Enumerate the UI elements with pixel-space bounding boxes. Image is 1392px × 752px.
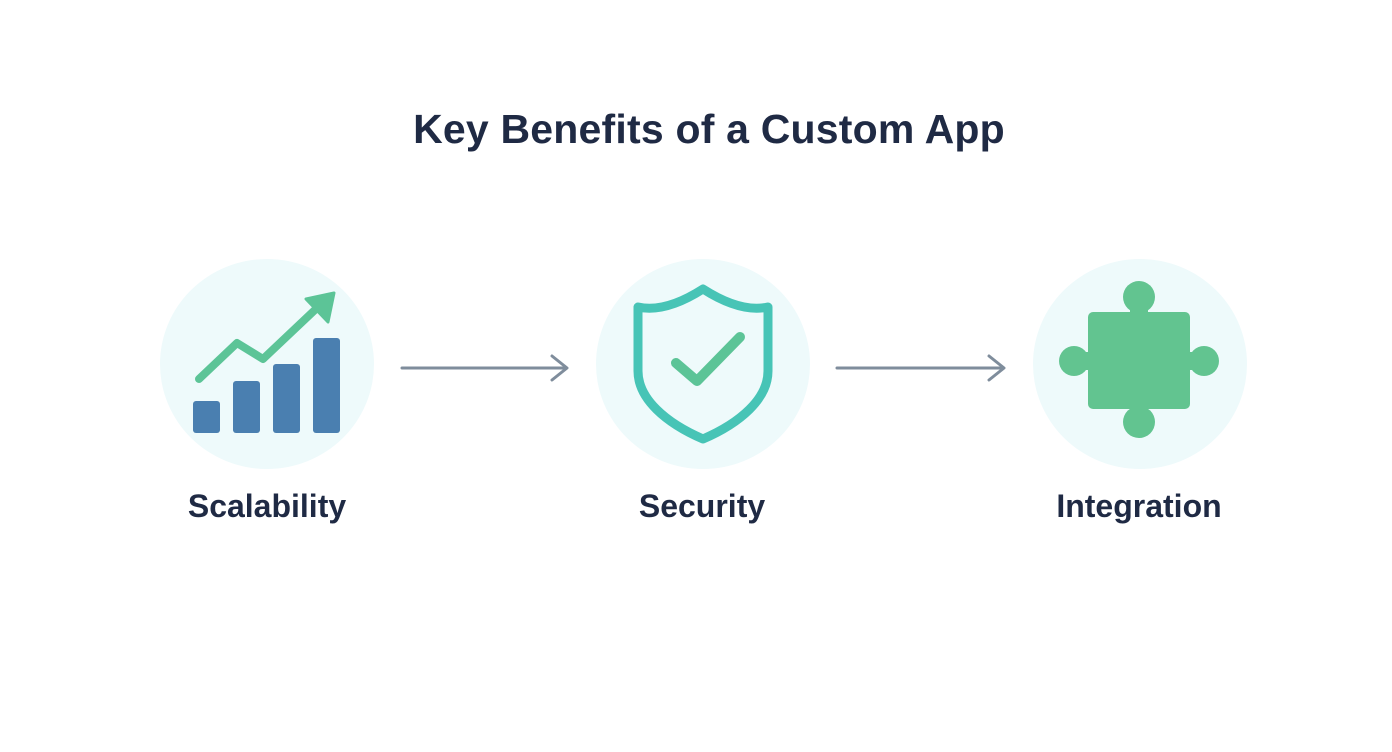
chart-bar-1 [193, 401, 220, 433]
puzzle-piece-icon [1059, 281, 1219, 438]
diagram-title: Key Benefits of a Custom App [413, 106, 1005, 152]
chart-bar-2 [233, 381, 260, 433]
trend-line [195, 303, 322, 383]
arrow-connector-1 [400, 354, 569, 382]
benefit-node-integration [1033, 259, 1249, 469]
trend-arrowhead [304, 291, 336, 324]
benefit-label-security: Security [638, 488, 766, 524]
benefit-label-integration: Integration [1056, 488, 1222, 524]
puzzle-piece-shape [1059, 281, 1219, 438]
checkmark [671, 332, 745, 386]
chart-bar-4 [313, 338, 340, 433]
chart-bar-3 [273, 364, 300, 433]
shield-check-icon [633, 284, 773, 444]
growth-chart-icon [193, 291, 340, 433]
benefit-node-scalability [160, 259, 376, 469]
benefit-node-security [596, 259, 812, 469]
shield-outline [633, 284, 773, 444]
benefit-label-scalability: Scalability [187, 488, 347, 524]
arrow-connector-2 [835, 354, 1006, 382]
